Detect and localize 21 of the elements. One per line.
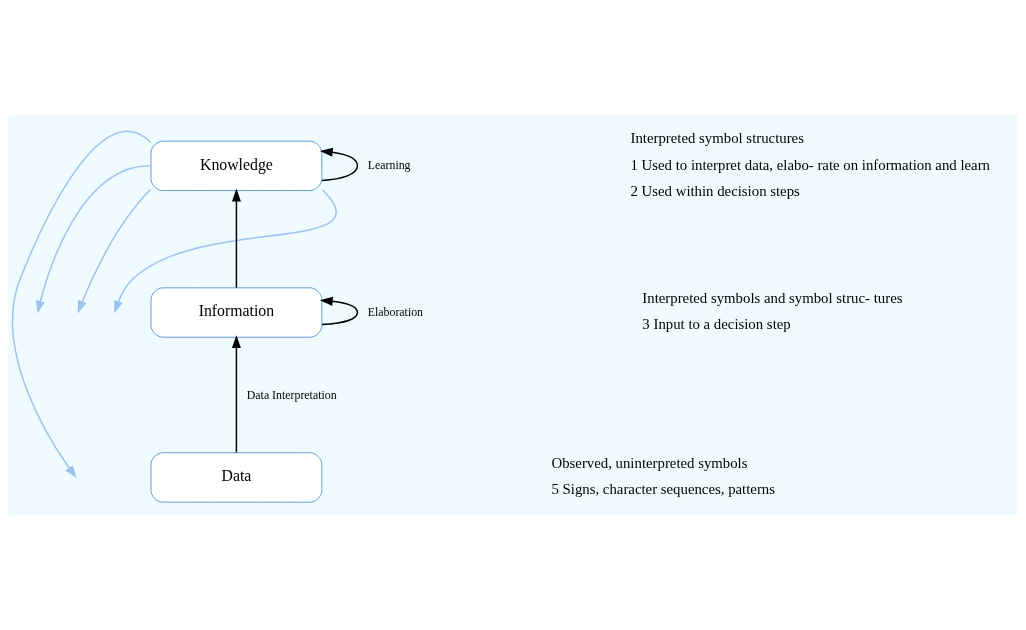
node-label: Interpreted symbols and symbol struc- tures [642,289,903,306]
arrow [231,188,241,289]
edge-label: Learning [367,158,411,173]
node-label: 1 Used to interpret data, elabo- rate on information and learn [630,156,991,173]
edge-label: Data Interpretation [246,387,337,402]
node-box: Data [150,452,323,503]
node-label: 2 Used within decision steps [630,183,800,200]
node-label: 3 Input to a decision step [642,316,791,333]
node-label: 5 Signs, character sequences, patterns [551,481,775,498]
node-box: Information [150,287,323,338]
arrow [231,335,241,454]
edge-label: Elaboration [367,305,424,320]
node-label: Interpreted symbol structures [630,130,804,147]
node-box: Knowledge [150,140,323,192]
arrow [319,296,359,326]
arrow [114,188,337,314]
arrow [77,188,152,314]
arrow [11,130,152,479]
arrow [36,165,151,314]
arrow [319,147,359,182]
node-label: Observed, uninterpreted symbols [551,454,748,471]
